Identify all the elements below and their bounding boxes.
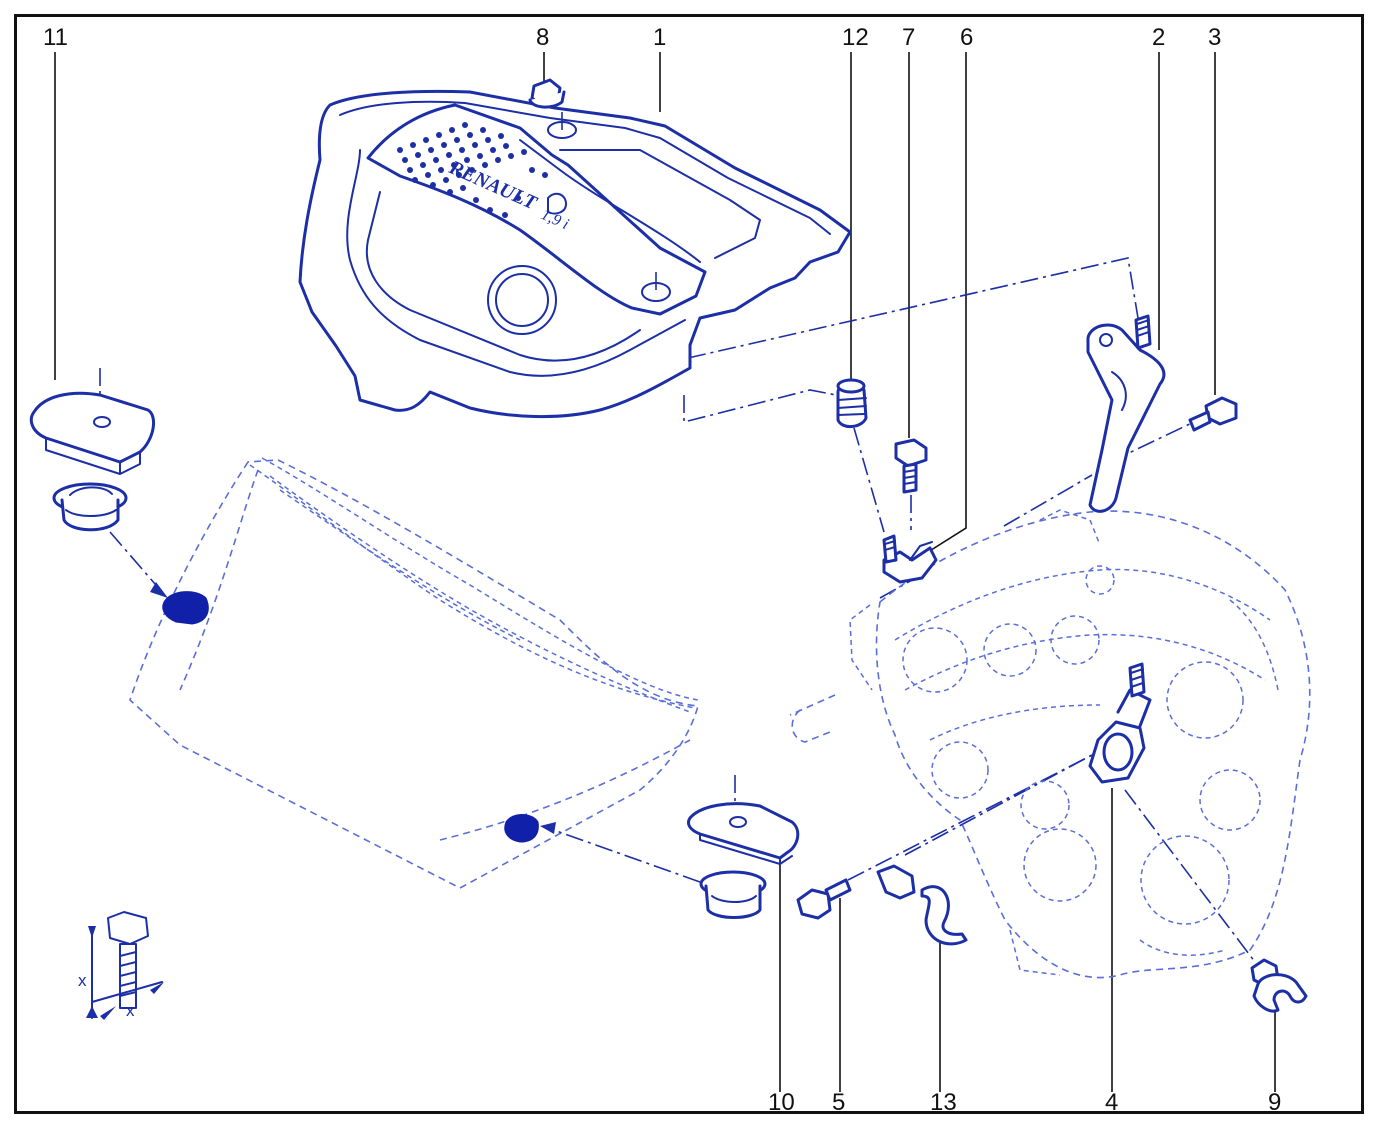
grommet-part-10-lower: [699, 870, 767, 919]
engine-cover-part-1: RENAULT 1,9 i: [298, 89, 852, 419]
mount-plate-part-10: [540, 802, 800, 919]
dimension-x-vertical: x: [78, 971, 87, 990]
clamp-part-9: [1250, 958, 1308, 1013]
dimension-x-horizontal: x: [126, 1001, 135, 1020]
bolt-length-detail: x x: [78, 911, 164, 1020]
vent-holes: [397, 122, 548, 218]
callout-10: 10: [768, 1089, 795, 1116]
blanking-plugs: [162, 591, 539, 843]
callout-3: 3: [1208, 24, 1221, 51]
grommet-part-12: [836, 378, 868, 428]
grommet-part-11-lower: [52, 482, 128, 532]
callout-5: 5: [832, 1089, 845, 1116]
leader-lines: [54, 52, 1276, 1092]
callout-12: 12: [842, 24, 869, 51]
nut-part-8: [528, 78, 566, 109]
bolt-part-5: [796, 878, 852, 920]
bolt-part-3: [1188, 396, 1238, 432]
bracket-part-2: [1086, 314, 1166, 513]
ghost-bonnet-panel: [129, 457, 700, 889]
callout-11: 11: [43, 24, 68, 51]
plug-lower: [504, 814, 539, 843]
callout-13: 13: [930, 1089, 957, 1116]
callout-8: 8: [536, 24, 549, 51]
clip-part-13: [876, 864, 968, 946]
callout-7: 7: [902, 24, 915, 51]
ghost-engine-block: [789, 509, 1311, 979]
callout-labels: 11 8 1 12 7 6 2 3 10 5 13 4 9: [43, 24, 1281, 1116]
diagram-frame: [14, 14, 1364, 1114]
plug-upper: [162, 591, 209, 625]
callout-1: 1: [653, 24, 666, 51]
callout-9: 9: [1268, 1089, 1281, 1116]
stud-bracket-part-6: [882, 534, 938, 584]
callout-4: 4: [1105, 1089, 1118, 1116]
callout-2: 2: [1152, 24, 1165, 51]
bracket-part-4: [1088, 662, 1152, 784]
bolt-part-7: [894, 438, 928, 494]
callout-6: 6: [960, 24, 973, 51]
mount-plate-part-11: [29, 391, 168, 598]
